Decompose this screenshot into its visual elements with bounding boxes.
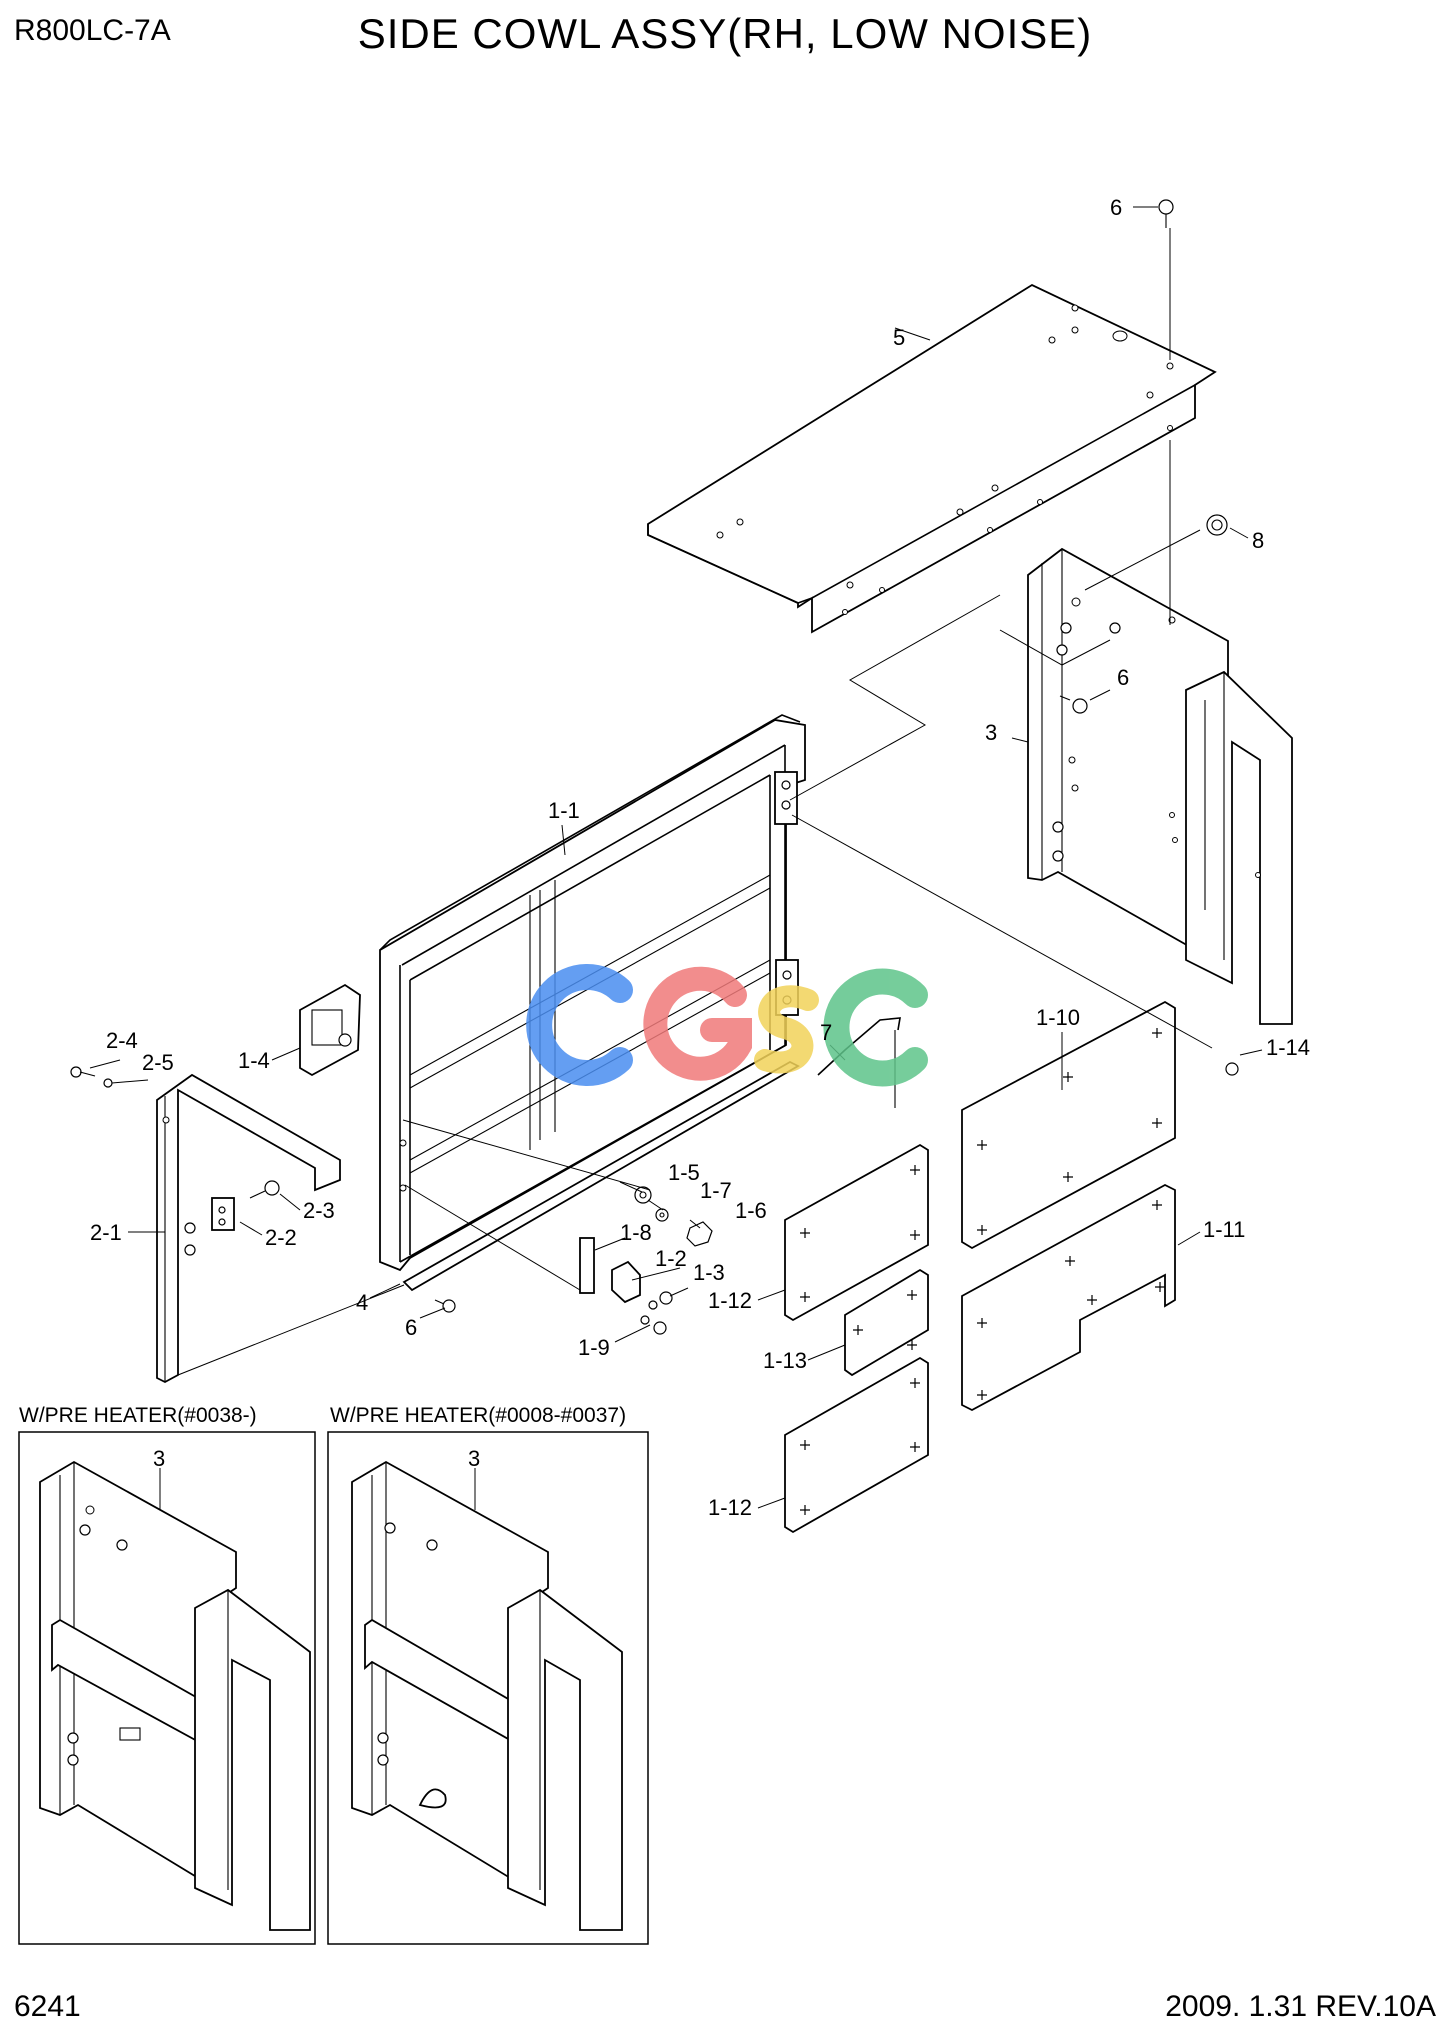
callout-3: 3 bbox=[985, 720, 997, 745]
part-1-12-panel-a bbox=[784, 1143, 929, 1322]
revision-date: 2009. 1.31 REV.10A bbox=[1165, 1990, 1436, 2023]
part-1-10-panel bbox=[961, 1000, 1176, 1250]
part-1-11-panel bbox=[961, 1183, 1176, 1412]
part-2-1-bracket bbox=[156, 1073, 341, 1384]
inset-2-callout: 3 bbox=[468, 1446, 480, 1471]
watermark-letter-c2 bbox=[823, 968, 928, 1087]
part-1-12-panel-b bbox=[784, 1356, 929, 1534]
page-title: SIDE COWL ASSY(RH, LOW NOISE) bbox=[357, 10, 1093, 57]
leader-lines bbox=[89, 206, 1263, 1509]
part-1-13-panel bbox=[844, 1268, 929, 1377]
callout-1-4: 1-4 bbox=[238, 1048, 270, 1073]
inset-labels: W/PRE HEATER(#0038-) W/PRE HEATER(#0008-… bbox=[19, 1404, 626, 1471]
callout-6-mid: 6 bbox=[1117, 665, 1129, 690]
watermark-letter-c1 bbox=[526, 964, 633, 1086]
panel-markings bbox=[800, 1028, 1165, 1515]
callout-4: 4 bbox=[356, 1290, 368, 1315]
inset-1 bbox=[18, 1431, 316, 1945]
callout-1-7: 1-7 bbox=[700, 1178, 732, 1203]
page-number: 6241 bbox=[14, 1990, 81, 2023]
watermark-letter-g bbox=[643, 966, 752, 1081]
callout-1-13: 1-13 bbox=[763, 1348, 807, 1373]
callout-1-10: 1-10 bbox=[1036, 1005, 1080, 1030]
callout-1-5: 1-5 bbox=[668, 1160, 700, 1185]
callout-1-6: 1-6 bbox=[735, 1198, 767, 1223]
inset-2-title: W/PRE HEATER(#0008-#0037) bbox=[330, 1404, 626, 1427]
inset-leaders bbox=[159, 1468, 476, 1510]
callout-6-bot: 6 bbox=[405, 1315, 417, 1340]
callout-2-4: 2-4 bbox=[106, 1028, 138, 1053]
model-number: R800LC-7A bbox=[14, 14, 171, 47]
part-3-side-panel bbox=[1027, 547, 1293, 1025]
callout-1-1: 1-1 bbox=[548, 798, 580, 823]
callout-8: 8 bbox=[1252, 528, 1264, 553]
inset-2 bbox=[327, 1431, 649, 1945]
callout-1-8: 1-8 bbox=[620, 1220, 652, 1245]
callout-labels: 6 5 8 6 3 1-1 7 1-10 1-14 1-4 2-4 2-5 2-… bbox=[90, 195, 1310, 1520]
watermark-letter-s bbox=[754, 985, 819, 1074]
part-1-4-latch bbox=[299, 983, 361, 1077]
callout-2-1: 2-1 bbox=[90, 1220, 122, 1245]
callout-1-12-a: 1-12 bbox=[708, 1288, 752, 1313]
hardware-items bbox=[70, 199, 1239, 1335]
inset-1-callout: 3 bbox=[153, 1446, 165, 1471]
callout-1-11: 1-11 bbox=[1203, 1217, 1245, 1242]
callout-1-2: 1-2 bbox=[655, 1246, 687, 1271]
callout-5: 5 bbox=[893, 325, 905, 350]
callout-1-12-b: 1-12 bbox=[708, 1495, 752, 1520]
part-5-top-cover bbox=[647, 283, 1217, 634]
callout-2-5: 2-5 bbox=[142, 1050, 174, 1075]
callout-2-3: 2-3 bbox=[303, 1198, 335, 1223]
callout-6-top: 6 bbox=[1110, 195, 1122, 220]
callout-7: 7 bbox=[820, 1020, 832, 1045]
callout-1-3: 1-3 bbox=[693, 1260, 725, 1285]
inset-1-title: W/PRE HEATER(#0038-) bbox=[19, 1404, 257, 1427]
callout-1-9: 1-9 bbox=[578, 1335, 610, 1360]
watermark-logo bbox=[526, 964, 928, 1087]
callout-2-2: 2-2 bbox=[265, 1225, 297, 1250]
part-5-holes bbox=[716, 304, 1174, 615]
callout-1-14: 1-14 bbox=[1266, 1035, 1310, 1060]
